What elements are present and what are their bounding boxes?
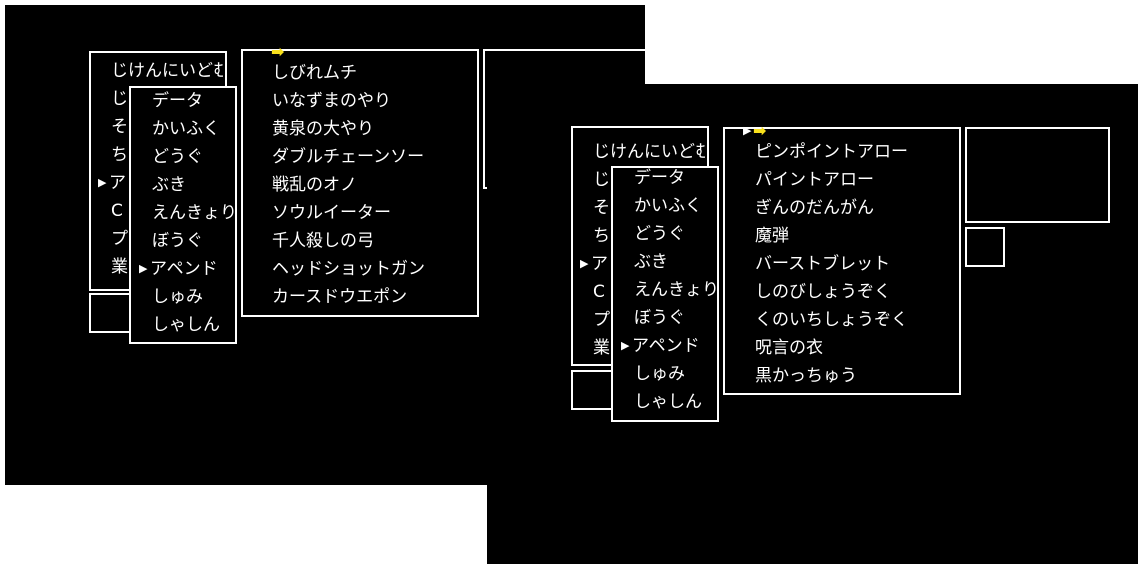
main-menu-item[interactable]: プ [593,310,610,330]
item-list-entry[interactable]: ソウルイーター [272,203,391,223]
item-list-entry[interactable]: 魔弾 [755,226,789,246]
item-list-entry[interactable]: くのいちしょうぞく [755,310,908,330]
item-list-entry[interactable]: 黄泉の大やり [272,119,374,139]
item-list-entry[interactable]: しびれムチ [272,63,357,83]
item-list-entry[interactable]: 戦乱のオノ [272,175,357,195]
main-menu-item-selected[interactable]: ア [109,173,126,193]
sub-menu-item-tools[interactable]: どうぐ [152,147,203,167]
item-list-entry[interactable]: ヘッドショットガン [272,259,425,279]
sub-menu-item-recovery[interactable]: かいふく [152,119,220,139]
main-menu-item[interactable]: じ [111,89,128,109]
item-list-entry[interactable]: 千人殺しの弓 [272,231,374,251]
sub-menu-item-photo[interactable]: しゃしん [634,392,702,412]
sub-menu-item-ranged[interactable]: えんきょり [634,280,719,300]
item-list-window [241,49,479,317]
sub-menu-item-recovery[interactable]: かいふく [634,196,702,216]
sub-menu-cursor-icon: ▶ [139,262,148,275]
item-icon-window [965,227,1005,267]
sub-menu-item-append[interactable]: アペンド [150,259,218,279]
sub-menu-window [611,166,719,422]
main-menu-item[interactable]: ち [593,226,610,246]
sub-menu-item-hobby[interactable]: しゅみ [152,287,203,307]
main-menu-item-investigate[interactable]: じけんにいどむ [111,61,223,81]
sub-menu-window [129,86,237,344]
selection-arrow-icon: ➡ [271,42,285,61]
main-menu-cursor-icon: ▶ [98,176,107,189]
main-menu-item[interactable]: じ [593,170,610,190]
main-menu-item[interactable]: ち [111,145,128,165]
main-menu-item[interactable]: そ [111,117,128,137]
item-list-entry[interactable]: ダブルチェーンソー [272,147,425,167]
item-list-entry[interactable]: 黒かっちゅう [755,366,857,386]
sub-menu-item-data[interactable]: データ [152,91,203,111]
main-menu-cursor-icon: ▶ [580,257,589,270]
sub-menu-item-photo[interactable]: しゃしん [152,315,220,335]
sub-menu-item-armor[interactable]: ぼうぐ [152,231,203,251]
sub-menu-item-armor[interactable]: ぼうぐ [634,308,685,328]
sub-menu-item-hobby[interactable]: しゅみ [634,364,685,384]
sub-menu-item-append[interactable]: アペンド [632,336,700,356]
item-list-entry[interactable]: 呪言の衣 [755,338,823,358]
item-list-entry[interactable]: いなずまのやり [272,91,391,111]
main-menu-item-selected[interactable]: ア [591,254,608,274]
sub-menu-item-weapons[interactable]: ぶき [634,252,668,272]
selection-arrow-icon: ➡ [753,121,767,140]
item-list-entry[interactable]: パイントアロー [755,170,874,190]
item-list-entry[interactable]: バーストブレット [755,254,891,274]
item-list-entry[interactable]: しのびしょうぞく [755,282,891,302]
item-list-window [723,127,961,395]
item-info-window [965,127,1110,223]
sub-menu-item-ranged[interactable]: えんきょり [152,203,237,223]
game-screen-2: じけんにいどむ じ そ ち ▶ ア C プ 業 データ かいふく どうぐ ぶき … [487,84,1138,564]
main-menu-item[interactable]: そ [593,198,610,218]
sub-menu-cursor-icon: ▶ [621,339,630,352]
main-menu-item[interactable]: 業 [593,338,610,358]
item-list-entry[interactable]: カースドウエポン [272,287,408,307]
main-menu-item-investigate[interactable]: じけんにいどむ [593,142,705,162]
sub-menu-item-data[interactable]: データ [634,168,685,188]
item-list-cursor-icon: ▶ [743,124,752,137]
main-menu-item[interactable]: プ [111,229,128,249]
item-list-entry[interactable]: ピンポイントアロー [755,142,908,162]
main-menu-item[interactable]: C [111,201,123,221]
item-list-entry[interactable]: ぎんのだんがん [755,198,874,218]
sub-menu-item-tools[interactable]: どうぐ [634,224,685,244]
sub-menu-item-weapons[interactable]: ぶき [152,175,186,195]
main-menu-item[interactable]: C [593,282,605,302]
main-menu-item[interactable]: 業 [111,257,128,277]
